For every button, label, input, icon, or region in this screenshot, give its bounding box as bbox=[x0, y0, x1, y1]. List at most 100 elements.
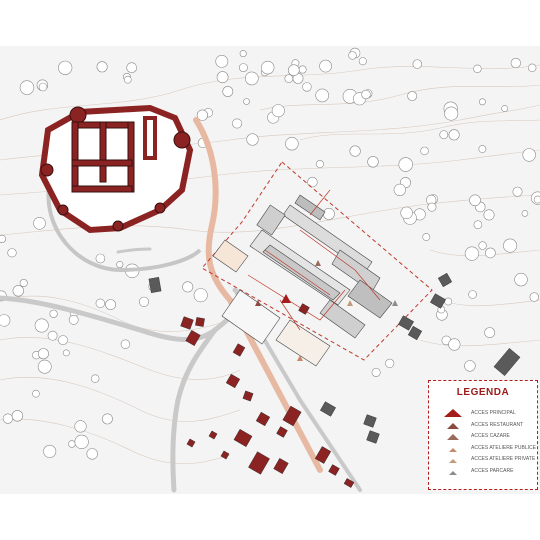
tree bbox=[38, 82, 48, 92]
tree bbox=[96, 61, 108, 73]
access-triangle-icon bbox=[449, 459, 457, 463]
tree bbox=[47, 330, 58, 341]
building bbox=[320, 401, 336, 417]
access-triangle-icon bbox=[444, 409, 462, 417]
tree bbox=[478, 98, 486, 106]
tree bbox=[398, 157, 413, 172]
tree bbox=[284, 74, 294, 83]
tree bbox=[11, 410, 24, 422]
building bbox=[242, 390, 254, 402]
tree bbox=[7, 248, 17, 258]
tree bbox=[12, 285, 24, 297]
building bbox=[343, 478, 355, 488]
building bbox=[276, 426, 288, 438]
tree bbox=[62, 349, 70, 357]
building bbox=[363, 414, 377, 428]
tree bbox=[322, 207, 335, 220]
tree bbox=[468, 290, 477, 299]
tree bbox=[116, 261, 124, 269]
access-triangle-icon bbox=[449, 447, 457, 452]
tree bbox=[239, 50, 247, 58]
tree bbox=[319, 59, 332, 73]
tree bbox=[58, 335, 68, 345]
legend-item-label: ACCES ATELIERE PUBLICE bbox=[471, 444, 536, 451]
tree bbox=[138, 296, 150, 307]
tree bbox=[102, 413, 113, 425]
tree bbox=[124, 75, 132, 84]
tree bbox=[485, 247, 496, 259]
tree bbox=[469, 194, 481, 207]
legend-item: ACCES RESTAURANT bbox=[429, 421, 537, 433]
tree bbox=[400, 206, 413, 220]
site-circulation bbox=[247, 189, 381, 331]
building bbox=[430, 293, 446, 309]
tree bbox=[2, 413, 14, 424]
legend-item: ACCES PRINCIPAL bbox=[429, 409, 537, 421]
building bbox=[220, 450, 230, 460]
tree bbox=[521, 210, 529, 217]
tree bbox=[522, 148, 536, 162]
plan-access-markers bbox=[255, 260, 398, 361]
tree bbox=[49, 309, 58, 318]
tree bbox=[246, 133, 259, 146]
tree bbox=[427, 202, 437, 212]
tree bbox=[37, 348, 49, 360]
tree bbox=[222, 86, 234, 97]
site-buildings bbox=[212, 194, 393, 367]
access-triangle-icon bbox=[449, 470, 457, 475]
tree bbox=[371, 367, 381, 377]
tree bbox=[501, 105, 509, 112]
tree bbox=[126, 62, 137, 73]
tree bbox=[367, 156, 379, 168]
tree bbox=[503, 238, 518, 253]
tree bbox=[444, 106, 459, 121]
tree bbox=[510, 57, 521, 69]
tree bbox=[298, 65, 307, 74]
legend-item-label: ACCES RESTAURANT bbox=[471, 421, 524, 428]
legend-box: LEGENDA ACCES PRINCIPAL ACCES RESTAURANT A… bbox=[428, 380, 538, 490]
road-south bbox=[170, 327, 218, 493]
tree bbox=[385, 358, 395, 369]
legend-item-label: ACCES PRINCIPAL bbox=[471, 410, 516, 416]
legend-item-label: ACCES ATELIERE PRIVATE bbox=[471, 456, 536, 462]
building bbox=[328, 464, 340, 476]
tree bbox=[32, 389, 40, 398]
tree bbox=[0, 314, 11, 327]
building bbox=[282, 405, 302, 427]
legend-item: ACCES PARCARE bbox=[429, 467, 537, 479]
tree bbox=[478, 145, 487, 153]
castle-ruins bbox=[38, 104, 194, 234]
building bbox=[180, 316, 194, 330]
tree bbox=[196, 109, 208, 121]
tree bbox=[412, 59, 422, 69]
building bbox=[233, 429, 253, 447]
tree bbox=[193, 288, 208, 303]
tree bbox=[238, 63, 248, 72]
legend-title: LEGENDA bbox=[456, 387, 510, 398]
building bbox=[314, 446, 332, 464]
legend-item: ACCES CAZARE bbox=[429, 432, 537, 444]
tree bbox=[361, 89, 371, 100]
tree bbox=[287, 64, 300, 76]
tree bbox=[245, 71, 259, 86]
legend-item-label: ACCES CAZARE bbox=[471, 433, 510, 439]
access-path bbox=[193, 117, 323, 473]
building bbox=[273, 458, 289, 474]
tree bbox=[74, 434, 89, 450]
tree bbox=[95, 253, 106, 264]
building bbox=[186, 438, 196, 448]
tree bbox=[307, 176, 318, 188]
tree bbox=[95, 298, 106, 308]
tree bbox=[0, 234, 7, 243]
building bbox=[248, 451, 270, 475]
tree bbox=[315, 88, 330, 103]
tree bbox=[393, 183, 406, 196]
tree bbox=[216, 71, 229, 84]
tree bbox=[58, 60, 73, 75]
surrounding-buildings bbox=[148, 272, 521, 488]
tree bbox=[484, 327, 496, 338]
tree bbox=[315, 160, 324, 169]
tree bbox=[527, 63, 537, 73]
tree bbox=[215, 55, 229, 68]
